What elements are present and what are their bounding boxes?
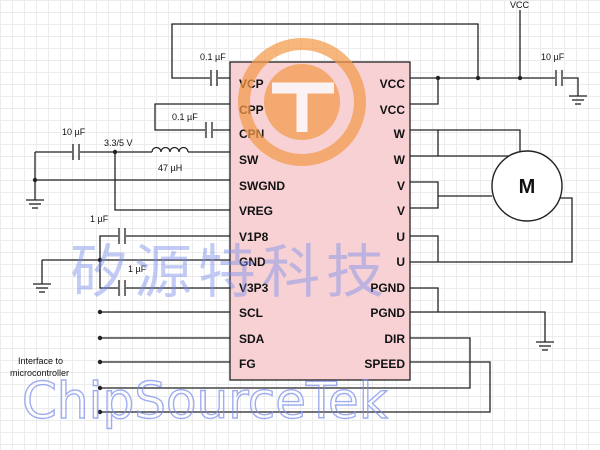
watermark-english: ChipSourceTek: [22, 372, 388, 430]
ground-vcc: [569, 95, 587, 105]
interface-label-line2: microcontroller: [10, 368, 69, 378]
junction: [32, 177, 38, 183]
w-phase-wire: [410, 129, 521, 157]
junction: [97, 257, 103, 263]
junction: [435, 75, 441, 81]
ground-sw: [26, 199, 44, 209]
pin-pgnd-1: PGND: [370, 281, 405, 295]
vcc-wire: [410, 77, 579, 96]
junction: [475, 75, 481, 81]
pin-u-1: U: [396, 230, 405, 244]
watermark-logo: [238, 38, 366, 166]
pin-vcc-1: VCC: [380, 77, 406, 91]
pin-v-1: V: [397, 179, 405, 193]
v-phase-wire: [410, 181, 492, 209]
speed-wire: [100, 361, 491, 413]
pin-v-2: V: [397, 204, 405, 218]
gnd-wire: [41, 259, 230, 284]
voltage-label: 3.3/5 V: [104, 138, 133, 148]
pgnd-wire: [410, 287, 546, 342]
interface-label-line1: Interface to: [18, 356, 63, 366]
dir-wire: [100, 337, 471, 389]
vcp-loop-wire: [171, 23, 479, 79]
pin-v1p8: V1P8: [239, 230, 269, 244]
pin-w-2: W: [394, 153, 406, 167]
cap-vcc-label: 10 µF: [541, 52, 565, 62]
junction: [517, 75, 523, 81]
pin-speed: SPEED: [364, 357, 405, 371]
pin-v3p3: V3P3: [239, 281, 269, 295]
cap-cpp-label: 0.1 µF: [172, 112, 198, 122]
capacitor-v1p8: [118, 228, 126, 244]
junction: [97, 385, 103, 391]
junction: [97, 309, 103, 315]
watermark-chinese: 矽源特科技: [70, 238, 390, 306]
ground-gnd: [33, 283, 51, 293]
capacitor-vcc: [555, 70, 563, 86]
right-pin-labels: VCC VCC W W V V U U PGND PGND DIR SPEED: [364, 77, 405, 371]
ground-pgnd: [536, 341, 554, 351]
pin-dir: DIR: [384, 332, 405, 346]
pin-w-1: W: [394, 127, 406, 141]
left-pin-labels: VCP CPP CPN SW SWGND VREG V1P8 GND V3P3 …: [239, 77, 285, 371]
pin-vreg: VREG: [239, 204, 273, 218]
pin-gnd: GND: [239, 255, 266, 269]
capacitor-v3p3: [118, 280, 126, 296]
pin-sda: SDA: [239, 332, 265, 346]
junction: [97, 335, 103, 341]
pin-swgnd: SWGND: [239, 179, 285, 193]
junction: [112, 149, 118, 155]
capacitor-sw: [72, 144, 80, 160]
inductor-label: 47 µH: [158, 163, 182, 173]
capacitor-cpp: [205, 122, 213, 138]
w-motor-lead: [438, 129, 521, 152]
pin-vcc-2: VCC: [380, 103, 406, 117]
pin-sw: SW: [239, 153, 259, 167]
pin-u-2: U: [396, 255, 405, 269]
motor-symbol: [491, 150, 563, 222]
pin-pgnd-2: PGND: [370, 306, 405, 320]
vreg-wire: [114, 152, 230, 211]
cap-vcp-label: 0.1 µF: [200, 52, 226, 62]
junction: [97, 409, 103, 415]
cpp-cpn-wire: [154, 103, 230, 131]
cap-v1p8-label: 1 µF: [90, 214, 109, 224]
inductor: [151, 146, 189, 153]
motor-label: M: [519, 176, 536, 198]
cap-v3p3-label: 1 µF: [128, 264, 147, 274]
capacitor-vcp: [210, 70, 218, 86]
vcc-label: VCC: [510, 0, 530, 10]
pin-fg: FG: [239, 357, 256, 371]
junction: [97, 359, 103, 365]
u-phase-wire: [410, 197, 573, 263]
pin-scl: SCL: [239, 306, 263, 320]
vcc-2-wire: [410, 78, 439, 105]
cap-sw-label: 10 µF: [62, 127, 86, 137]
